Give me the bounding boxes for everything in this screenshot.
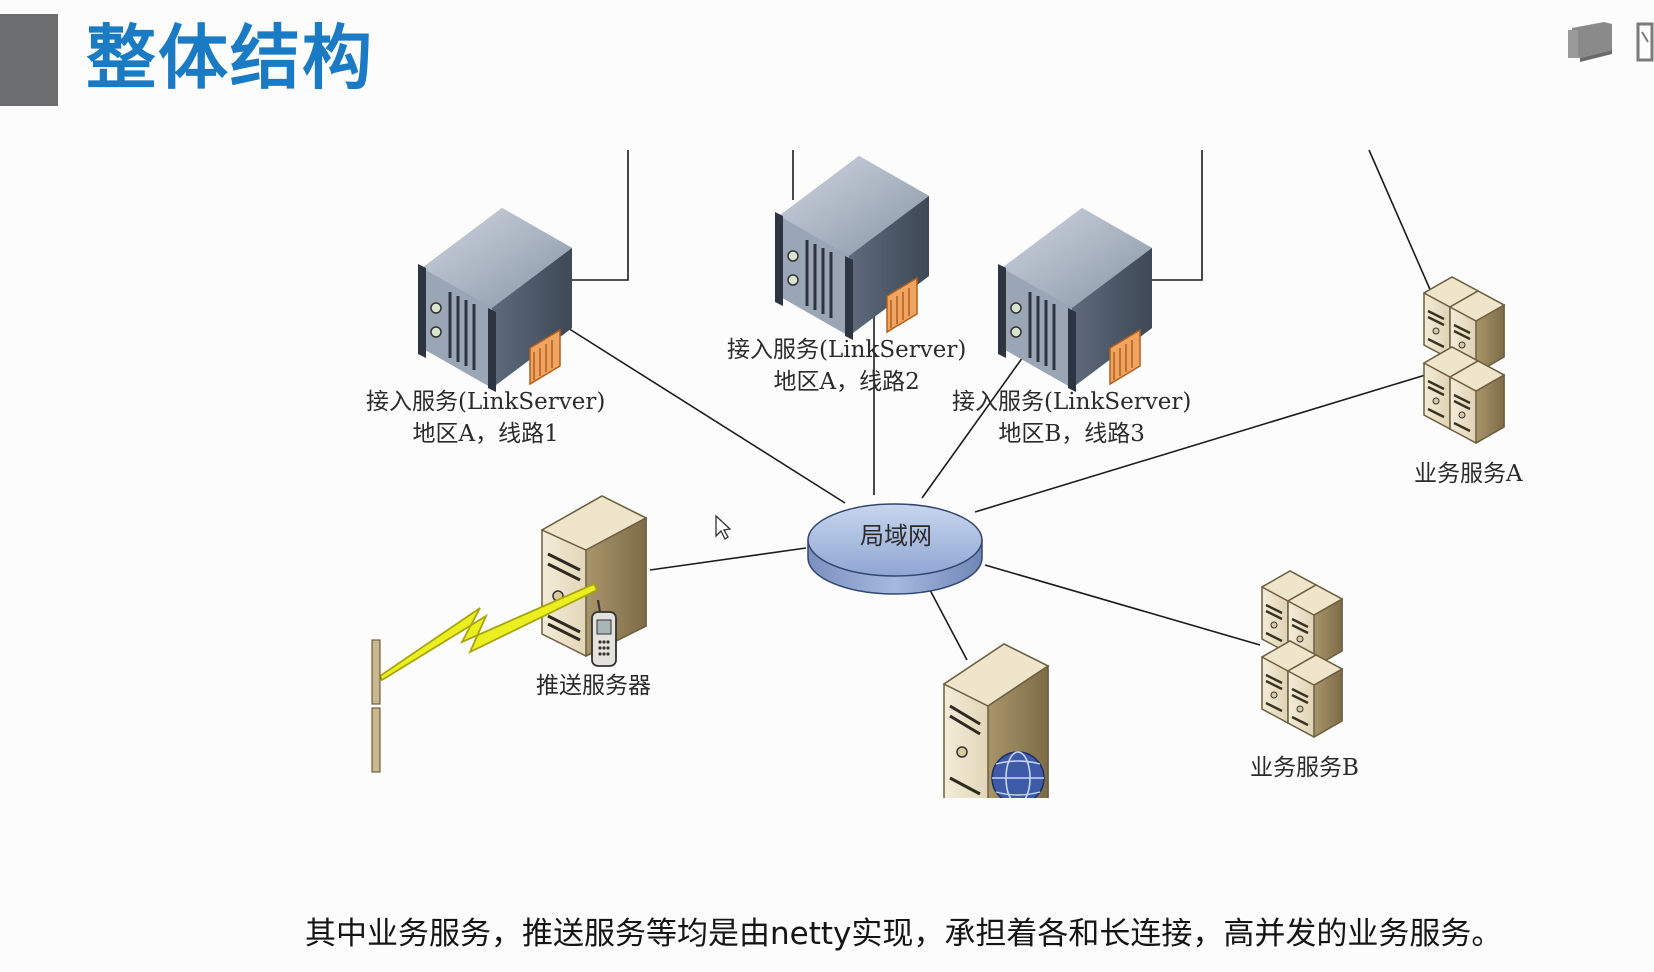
globe-icon [991,751,1045,805]
link-server-3-name: 接入服务(LinkServer) [952,389,1192,415]
business-a-label: 业务服务A [1414,461,1523,487]
link-lan-server1 [551,317,846,504]
cursor-icon [715,514,732,540]
link-server-2-label: 接入服务(LinkServer) 地区A，线路2 [727,334,966,398]
footer-description: 其中业务服务，推送服务等均是由netty实现，承担着各和长连接，高并发的业务服务… [305,916,1503,952]
business-a-cluster-icon [1424,277,1504,443]
link-server-2-detail: 地区A，线路2 [773,369,920,395]
link-lan-business-a [974,372,1433,513]
business-b-cluster-icon [1262,571,1342,737]
link-server3-upstream [1145,150,1203,281]
link-server-1-label: 接入服务(LinkServer) 地区A，线路1 [366,386,605,450]
link-lan-push [649,547,807,571]
lan-hub [807,503,983,595]
lightning-icon [378,582,599,682]
title-accent-bar [0,14,58,106]
business-b-label: 业务服务B [1250,755,1359,781]
page-title: 整体结构 [86,17,374,99]
link-lan-business-b [984,564,1261,646]
monitor-icon[interactable] [1566,20,1616,66]
mobile-phone-icon [591,599,617,667]
lan-hub-label: 局域网 [860,522,932,550]
link-server-1-detail: 地区A，线路1 [412,421,559,447]
link-server-3-detail: 地区B，线路3 [998,421,1145,447]
link-server-1-icon [416,206,574,394]
push-server-label: 推送服务器 [536,673,651,699]
link-lan-web-server [929,589,968,661]
link-server-3-icon [996,206,1154,394]
link-server1-upstream [570,150,629,281]
edge-device-icon [371,639,381,773]
link-server-2-icon [773,154,931,342]
panel-fragment-icon [1636,22,1654,62]
link-server-1-name: 接入服务(LinkServer) [366,389,606,415]
link-server-2-name: 接入服务(LinkServer) [727,337,967,363]
link-server-3-label: 接入服务(LinkServer) 地区B，线路3 [952,386,1191,450]
link-business-a-upstream [1368,149,1433,295]
